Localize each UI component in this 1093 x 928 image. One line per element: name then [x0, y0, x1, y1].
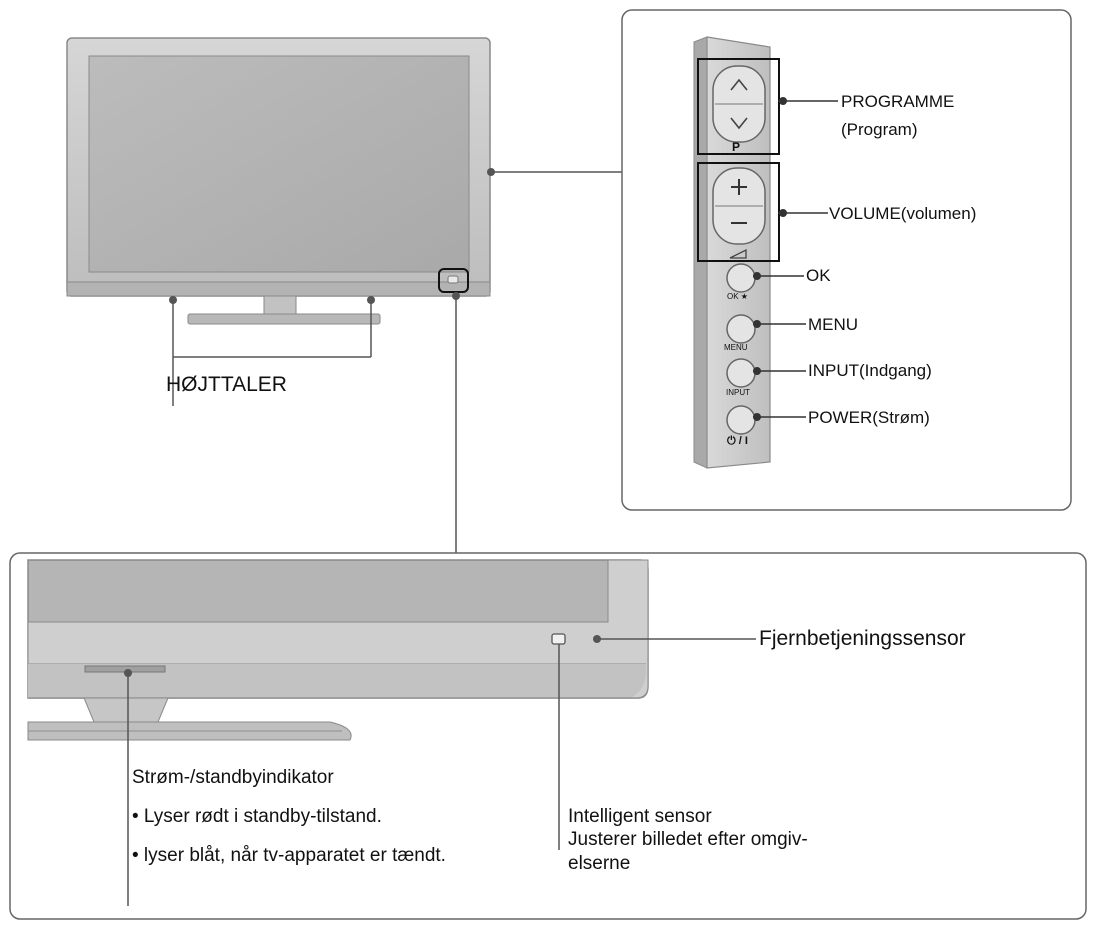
sensor-window: [447, 275, 459, 284]
volume-dot: [779, 209, 787, 217]
tv-screen: [88, 55, 470, 273]
p-mark: P: [732, 140, 741, 154]
side-controls-illustration: [693, 36, 771, 469]
side-connector-dot: [487, 168, 495, 176]
standby-indicator-title: Strøm-/standbyindikator: [132, 767, 334, 788]
speaker-dot-right: [367, 296, 375, 304]
input-dot: [753, 367, 761, 375]
remote-sensor-dot: [593, 635, 601, 643]
speaker-label: HØJTTALER: [166, 373, 287, 396]
power-button-shape: [726, 405, 756, 435]
input-mark: INPUT: [726, 388, 750, 397]
side-panel-leaders: [753, 100, 838, 418]
bottom-panel-leaders: [127, 638, 756, 906]
input-button-shape: [726, 358, 756, 388]
standby-indicator-line-2: • lyser blåt, når tv-apparatet er tændt.: [132, 845, 446, 866]
menu-dot: [753, 320, 761, 328]
menu-mark: MENU: [724, 343, 748, 352]
tv-bottom-strip: [66, 281, 491, 297]
programme-sublabel: (Program): [841, 120, 918, 139]
volume-highlight-box: [697, 162, 780, 262]
programme-highlight-box: [697, 58, 780, 155]
standby-indicator-dot: [124, 669, 132, 677]
sensor-highlight-box: [438, 268, 469, 293]
speaker-dot-left: [169, 296, 177, 304]
volume-icon: [729, 248, 747, 259]
programme-label: PROGRAMME: [841, 92, 955, 111]
remote-sensor-label: Fjernbetjeningssensor: [759, 627, 966, 650]
tv-front-illustration: [66, 37, 491, 325]
menu-button-shape: [726, 314, 756, 344]
intelligent-sensor-line-1: Justerer billedet efter omgiv-: [568, 829, 808, 850]
tv-bottom-closeup-illustration: [27, 559, 649, 741]
power-dot: [753, 413, 761, 421]
chevron-up-icon: [730, 78, 748, 91]
intelligent-sensor-line-2: elserne: [568, 853, 631, 874]
ok-dot: [753, 272, 761, 280]
menu-label: MENU: [808, 315, 859, 334]
tv-stand-neck: [263, 295, 297, 317]
programme-dot: [779, 97, 787, 105]
ok-mark: OK ★: [727, 292, 748, 301]
side-panel-frame: [621, 9, 1072, 511]
power-mark: ⏻ / I: [727, 435, 748, 447]
tv-stand-base: [187, 313, 381, 325]
intelligent-sensor-window: [551, 633, 566, 645]
tv-stand-neck-closeup: [83, 697, 169, 723]
volume-label: VOLUME(volumen): [829, 204, 977, 223]
ok-button-shape: [726, 263, 756, 293]
ok-label: OK: [806, 266, 831, 285]
standby-indicator-line-1: • Lyser rødt i standby-tilstand.: [132, 806, 382, 827]
input-label: INPUT(Indgang): [808, 361, 932, 380]
speaker-leaders: [172, 300, 372, 406]
power-label: POWER(Strøm): [808, 408, 930, 427]
chevron-down-icon: [730, 117, 748, 130]
bottom-connector-dot: [452, 292, 460, 300]
intelligent-sensor-title: Intelligent sensor: [568, 806, 712, 827]
